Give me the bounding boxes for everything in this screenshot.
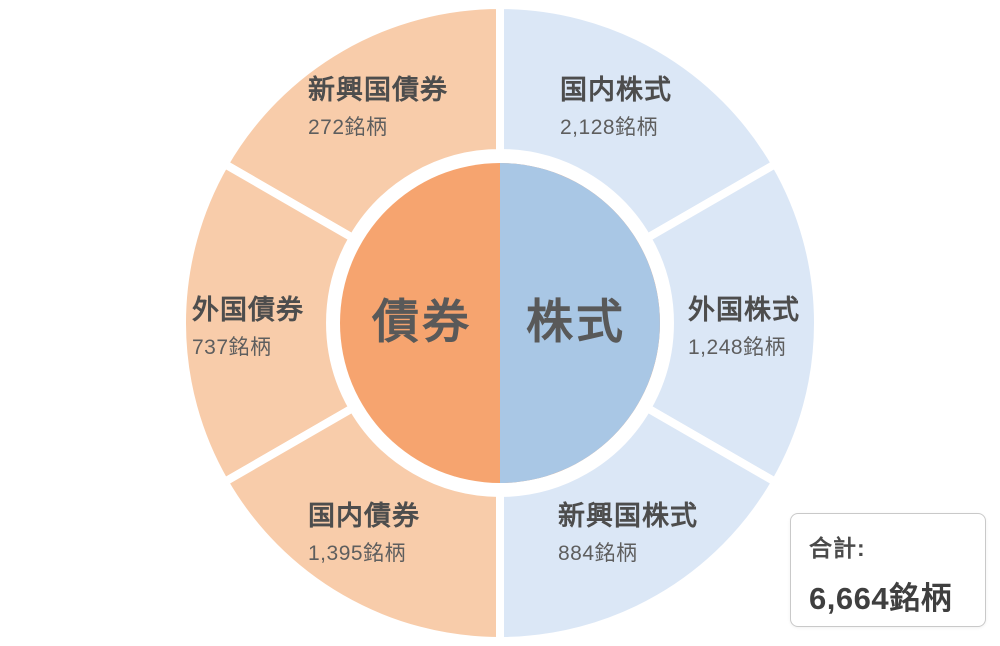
segment-name: 新興国債券 xyxy=(308,75,448,105)
segment-count: 1,248銘柄 xyxy=(688,336,787,360)
ring-segment-emerging-bonds xyxy=(219,0,504,244)
label-domestic-bonds: 国内債券 1,395銘柄 xyxy=(308,500,420,567)
ring-segment-domestic-stocks xyxy=(496,0,781,244)
label-foreign-stocks: 外国株式 1,248銘柄 xyxy=(688,294,800,361)
center-label-stocks: 株式 xyxy=(526,295,626,348)
segment-count: 1,395銘柄 xyxy=(308,542,407,566)
center-label-bonds: 債券 xyxy=(372,295,472,348)
segment-name: 国内株式 xyxy=(560,75,672,105)
label-foreign-bonds: 外国債券 737銘柄 xyxy=(192,294,304,361)
segment-name: 新興国株式 xyxy=(558,501,698,531)
segment-count: 884銘柄 xyxy=(558,542,638,566)
ring-segment-foreign-stocks xyxy=(641,158,822,488)
segment-name: 外国株式 xyxy=(688,295,800,325)
segment-name: 外国債券 xyxy=(192,295,304,325)
segment-count: 737銘柄 xyxy=(192,336,272,360)
inner-stocks-half xyxy=(500,163,660,483)
segment-count: 272銘柄 xyxy=(308,116,388,140)
ring-segment-foreign-bonds xyxy=(178,158,359,488)
label-emerging-bonds: 新興国債券 272銘柄 xyxy=(308,74,448,141)
segment-count: 2,128銘柄 xyxy=(560,116,659,140)
total-label: 合計: xyxy=(809,535,866,561)
label-emerging-stocks: 新興国株式 884銘柄 xyxy=(558,500,698,567)
outer-ring xyxy=(178,0,822,646)
ring-segment-domestic-bonds xyxy=(219,402,504,646)
label-domestic-stocks: 国内株式 2,128銘柄 xyxy=(560,74,672,141)
total-box: 合計: 6,664銘柄 xyxy=(790,513,986,627)
total-value: 6,664銘柄 xyxy=(809,581,953,616)
ring-segment-emerging-stocks xyxy=(496,402,781,646)
segment-name: 国内債券 xyxy=(308,501,420,531)
